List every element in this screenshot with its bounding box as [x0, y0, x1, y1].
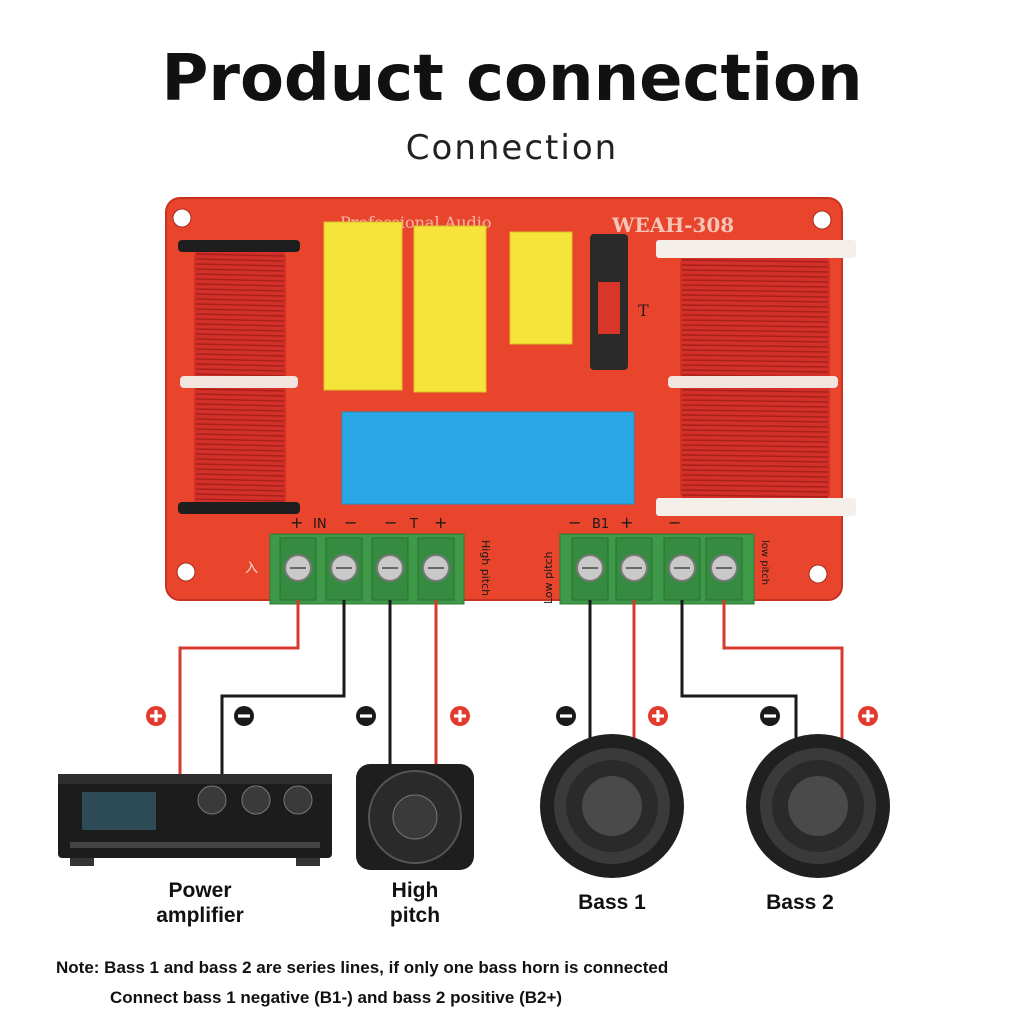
- resistor-block: [341, 411, 635, 505]
- power-amplifier-label: Power amplifier: [156, 879, 244, 927]
- board-terminal-labels: + IN − − T + − B1 + − 入 High pitch Low p…: [245, 513, 770, 604]
- terminal-label-in-minus: −: [344, 513, 357, 532]
- board-model-text: WEAH-308: [611, 213, 734, 237]
- bass2-label: Bass 2: [766, 891, 834, 914]
- input-side-char: 入: [245, 561, 258, 576]
- note-line-1: Note: Bass 1 and bass 2 are series lines…: [56, 958, 669, 977]
- terminal-label-in: IN: [313, 517, 327, 532]
- terminal-label-b1: B1: [592, 517, 609, 532]
- plus-polarity-icon: [146, 706, 166, 726]
- terminal-label-in-plus: +: [290, 513, 303, 532]
- plus-polarity-icon: [450, 706, 470, 726]
- note-line-2: Connect bass 1 negative (B1-) and bass 2…: [110, 988, 563, 1007]
- high-pitch-label: High pitch: [389, 879, 441, 927]
- left-inductor-coil: [178, 240, 300, 514]
- terminal-label-t-minus: −: [384, 513, 397, 532]
- switch-label: T: [638, 301, 649, 320]
- minus-polarity-icon: [760, 706, 780, 726]
- terminal-label-b2-minus: −: [668, 513, 681, 532]
- power-amplifier-device: [58, 774, 332, 866]
- page-title: Product connection: [161, 42, 863, 116]
- terminal-blocks: [269, 533, 755, 605]
- wiring: [178, 600, 844, 778]
- polarity-markers: [146, 706, 878, 726]
- high-pitch-side-label: High pitch: [479, 540, 492, 596]
- plus-polarity-icon: [858, 706, 878, 726]
- bass2-speaker: [746, 734, 890, 878]
- minus-polarity-icon: [356, 706, 376, 726]
- board-switch: T: [590, 234, 649, 370]
- plus-polarity-icon: [648, 706, 668, 726]
- bass1-speaker: [540, 734, 684, 878]
- right-side-label: low pitch: [759, 540, 770, 585]
- capacitors: [323, 221, 573, 393]
- right-inductor-coil: [656, 240, 856, 516]
- page-subtitle: Connection: [405, 128, 619, 168]
- low-pitch-side-label: Low pitch: [542, 551, 555, 604]
- terminal-label-t-plus: +: [434, 513, 447, 532]
- terminal-label-t: T: [409, 517, 418, 532]
- bass1-label: Bass 1: [578, 891, 646, 914]
- high-pitch-tweeter: [356, 764, 474, 870]
- terminal-label-b1-plus: +: [620, 513, 633, 532]
- minus-polarity-icon: [234, 706, 254, 726]
- minus-polarity-icon: [556, 706, 576, 726]
- terminal-label-b1-minus: −: [568, 513, 581, 532]
